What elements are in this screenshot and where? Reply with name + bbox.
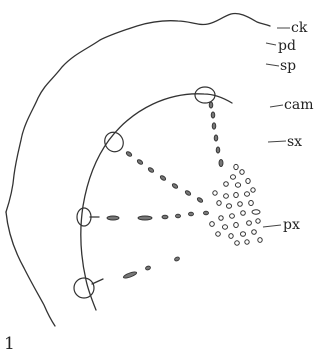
cambial-cell-upper-left [101, 129, 127, 155]
ray-upper-left [126, 151, 204, 203]
cambial-cell-middle-left [77, 208, 91, 226]
label-pd: pd [278, 38, 296, 54]
label-sx: sx [287, 134, 302, 150]
figure-number: 1 [4, 334, 15, 353]
leader-pd [266, 43, 276, 45]
leader-sx [268, 141, 286, 142]
label-px: px [283, 217, 300, 233]
cork-outline-lower [6, 212, 55, 326]
ray-middle-left [90, 211, 209, 220]
leader-cam [270, 105, 283, 107]
cambial-cell-lower-left [74, 278, 94, 298]
label-ck: ck [291, 20, 308, 36]
ray-top [209, 102, 223, 167]
ray-lower-left [92, 256, 180, 284]
leader-sp [266, 64, 279, 66]
cambium-outline [81, 94, 232, 310]
primary-xylem-cluster [210, 164, 262, 245]
label-cam: cam [284, 97, 313, 113]
leader-px [263, 225, 281, 227]
label-sp: sp [280, 58, 296, 74]
